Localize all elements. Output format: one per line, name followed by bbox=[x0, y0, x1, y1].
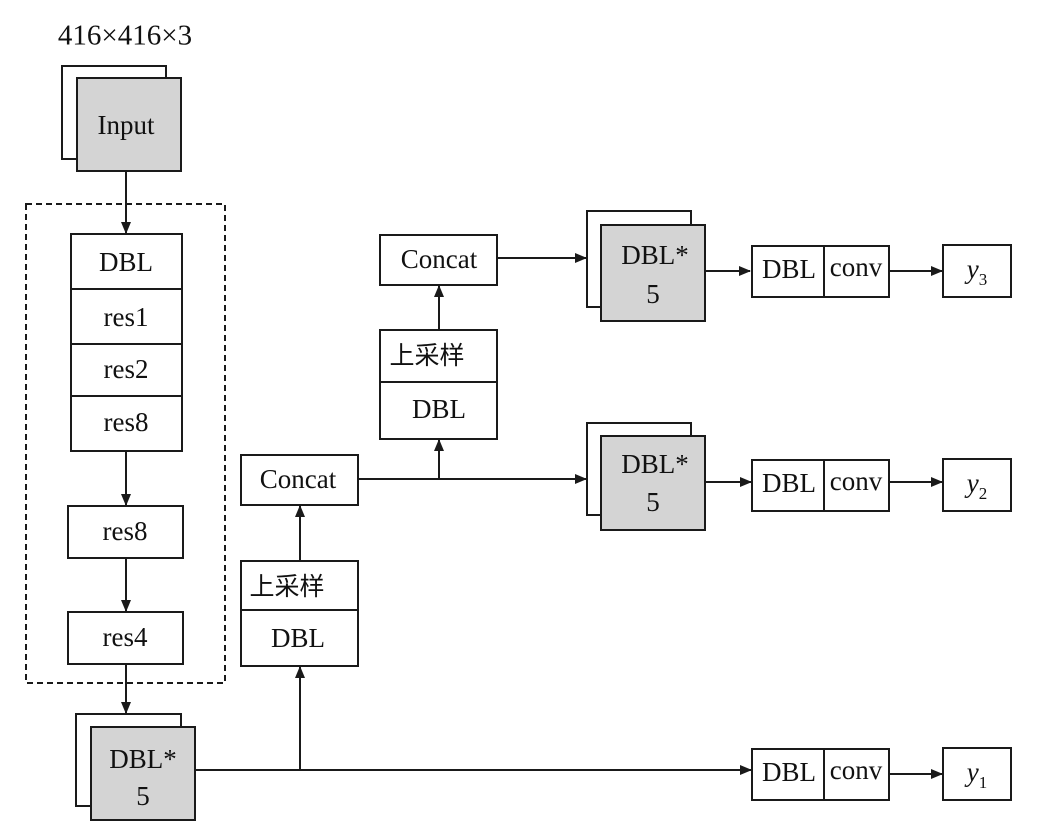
input-block bbox=[76, 77, 182, 172]
res8-label-b: res8 bbox=[103, 516, 148, 546]
y2-box bbox=[942, 458, 1012, 512]
dblconv-bottom-box bbox=[751, 748, 890, 801]
res4-box bbox=[67, 611, 184, 665]
dbl5-bottom-line1: DBL* bbox=[109, 744, 177, 774]
y3-label: y3 bbox=[964, 254, 987, 289]
dbl5-top-line1: DBL* bbox=[621, 240, 689, 270]
dblconv-bottom-dbl-label: DBL bbox=[762, 757, 816, 787]
dblconv-top-box bbox=[751, 245, 890, 298]
dblconv-top-conv-label: conv bbox=[830, 252, 883, 282]
dblconv-bottom-conv-label: conv bbox=[830, 755, 883, 785]
upsample-dbl-top-box bbox=[379, 329, 498, 440]
dbl5-mid-block bbox=[600, 435, 706, 531]
concat-top-label: Concat bbox=[401, 244, 478, 274]
concat-top-box bbox=[379, 234, 498, 286]
y1-box bbox=[942, 747, 1012, 801]
dbl5-bottom-block bbox=[90, 726, 196, 821]
dblconv-mid-box bbox=[751, 459, 890, 512]
dbl5-top-line2: 5 bbox=[646, 279, 660, 309]
concat-mid-label: Concat bbox=[260, 464, 337, 494]
res8-box-b bbox=[67, 505, 184, 559]
upsample-dbl-mid-box bbox=[240, 560, 359, 667]
y3-box bbox=[942, 244, 1012, 298]
res8-label-a: res8 bbox=[104, 407, 149, 437]
dbl-mid-label: DBL bbox=[271, 623, 325, 653]
backbone-dbl-label: DBL bbox=[99, 247, 153, 277]
res4-label: res4 bbox=[103, 622, 148, 652]
dblconv-top-dbl-label: DBL bbox=[762, 254, 816, 284]
dbl5-top-block bbox=[600, 224, 706, 322]
dbl5-mid-line2: 5 bbox=[646, 487, 660, 517]
upsample-top-label: 上采样 bbox=[389, 341, 464, 370]
input-size-label: 416×416×3 bbox=[58, 20, 192, 52]
y2-label: y2 bbox=[964, 468, 987, 503]
concat-mid-box bbox=[240, 454, 359, 506]
dblconv-mid-conv-label: conv bbox=[830, 466, 883, 496]
input-label: Input bbox=[98, 110, 155, 140]
res2-box bbox=[70, 343, 183, 397]
res8-box-a bbox=[70, 395, 183, 452]
y1-label: y1 bbox=[964, 757, 987, 792]
upsample-mid-label: 上采样 bbox=[249, 572, 324, 601]
res1-label: res1 bbox=[104, 302, 149, 332]
dblconv-mid-dbl-label: DBL bbox=[762, 468, 816, 498]
dbl5-mid-line1: DBL* bbox=[621, 449, 689, 479]
res2-label: res2 bbox=[104, 354, 149, 384]
dbl-top-label: DBL bbox=[412, 394, 466, 424]
dbl5-bottom-line2: 5 bbox=[136, 781, 150, 811]
